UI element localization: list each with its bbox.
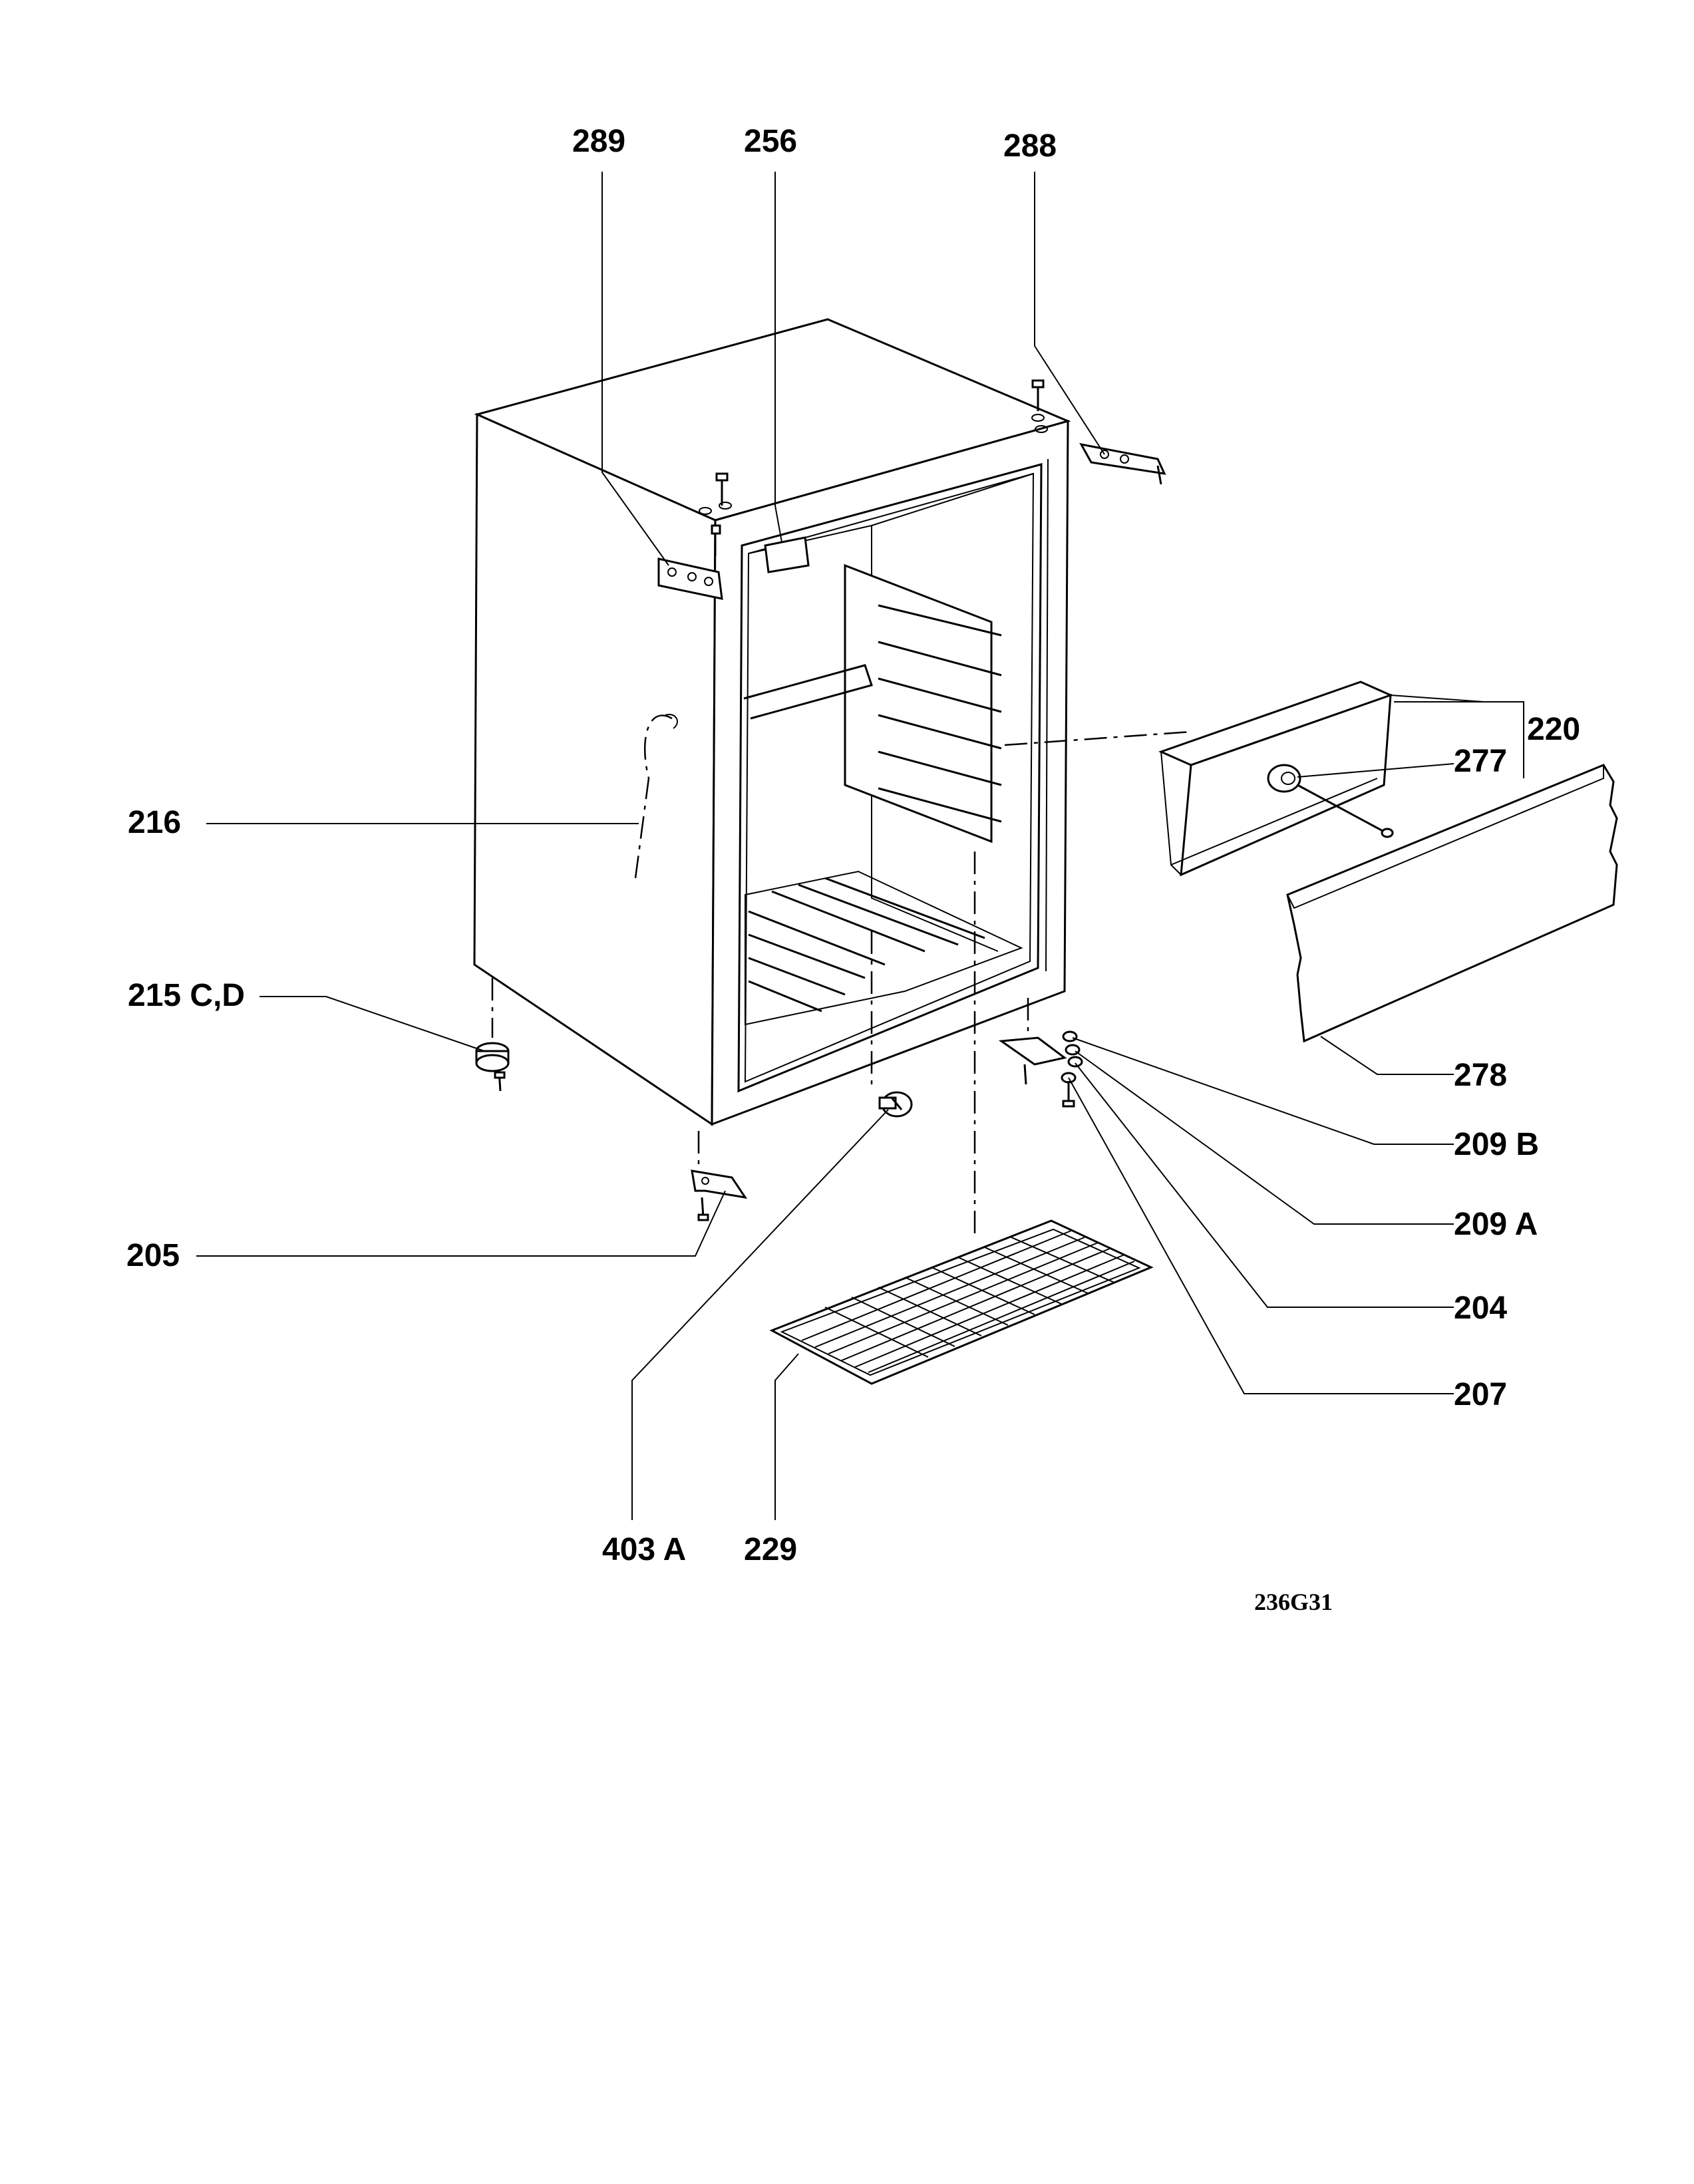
label-209b: 209 B	[1454, 1127, 1539, 1162]
label-403a: 403 A	[602, 1532, 686, 1567]
label-209a: 209 A	[1454, 1207, 1538, 1242]
label-216: 216	[128, 805, 181, 840]
label-205: 205	[126, 1238, 180, 1273]
label-288: 288	[1003, 128, 1057, 164]
label-277: 277	[1454, 744, 1507, 779]
drain-tube	[634, 714, 673, 879]
thermostat-knob	[870, 931, 913, 1118]
screw-top-left	[715, 472, 729, 506]
label-220: 220	[1527, 712, 1580, 747]
label-278: 278	[1454, 1058, 1507, 1093]
top-right-hinge	[1079, 442, 1166, 485]
label-289: 289	[572, 124, 625, 159]
leader-lines	[196, 172, 1524, 1520]
label-207: 207	[1454, 1377, 1507, 1412]
label-229: 229	[744, 1532, 797, 1567]
floor-ribs	[745, 870, 1023, 1026]
evaporator-fins	[878, 604, 1002, 823]
bottom-left-hinge	[691, 1131, 748, 1221]
cabinet-body	[473, 318, 1071, 1126]
bottom-right-hinge	[998, 998, 1067, 1085]
front-panel	[1158, 681, 1394, 877]
label-204: 204	[1454, 1291, 1507, 1326]
part-labels: 289 256 288 220 277 216 215 C,D 278 209 …	[126, 124, 1580, 1615]
adjustable-foot	[475, 978, 510, 1092]
label-215: 215 C,D	[128, 978, 245, 1013]
top-left-hinge	[657, 524, 723, 600]
label-256: 256	[744, 124, 797, 159]
screw-top-right	[1031, 379, 1045, 411]
wire-shelf	[769, 1219, 1154, 1385]
drawing-code: 236G31	[1254, 1589, 1333, 1615]
back-plate	[1286, 764, 1618, 1043]
top-hinge-bracket	[764, 536, 810, 573]
